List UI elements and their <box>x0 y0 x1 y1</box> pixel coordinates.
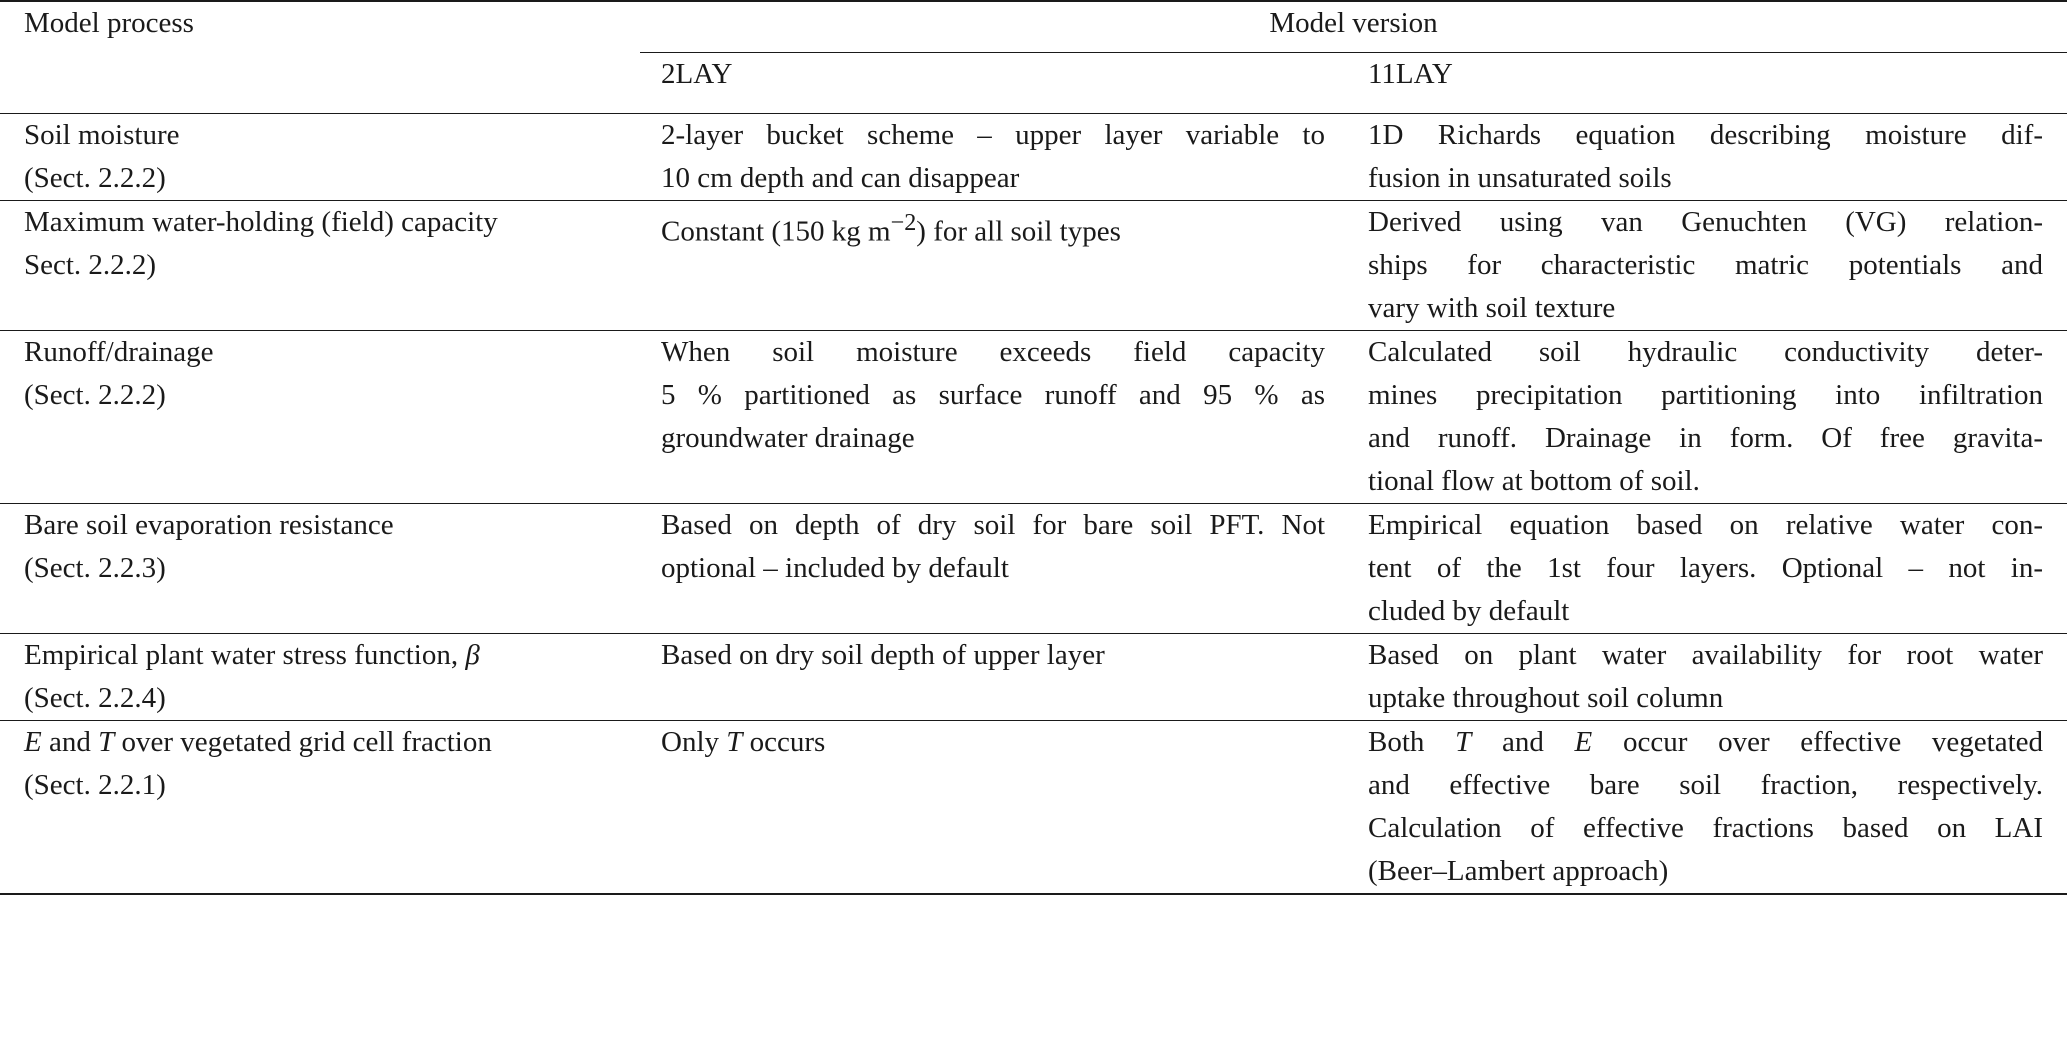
2lay-cell: 2-layer bucket scheme – upper layer vari… <box>640 113 1354 201</box>
table-row: Runoff/drainage (Sect. 2.2.2) When soil … <box>0 330 2067 504</box>
header-model-process: Model process <box>0 0 640 53</box>
process-cell: E and T over vegetated grid cell fractio… <box>0 720 640 895</box>
2lay-cell: Based on depth of dry soil for bare soil… <box>640 503 1354 634</box>
11lay-cell: Derived using van Genuchten (VG) relatio… <box>1354 200 2067 331</box>
table-row: Soil moisture (Sect. 2.2.2) 2-layer buck… <box>0 113 2067 201</box>
2lay-cell: Constant (150 kg m−2) for all soil types <box>640 200 1354 331</box>
11lay-cell: Empirical equation based on relative wat… <box>1354 503 2067 634</box>
2lay-cell: When soil moisture exceeds field capacit… <box>640 330 1354 504</box>
2lay-cell: Only T occurs <box>640 720 1354 895</box>
table-row: Bare soil evaporation resistance (Sect. … <box>0 503 2067 634</box>
11lay-cell: Both T and E occur over effective vegeta… <box>1354 720 2067 895</box>
header-model-version: Model version <box>640 0 2067 53</box>
process-cell: Empirical plant water stress function, β… <box>0 633 640 721</box>
header-2lay: 2LAY <box>661 58 733 90</box>
process-cell: Maximum water-holding (field) capacity S… <box>0 200 640 331</box>
process-cell: Soil moisture (Sect. 2.2.2) <box>0 113 640 201</box>
11lay-cell: Based on plant water availability for ro… <box>1354 633 2067 721</box>
table-row: Maximum water-holding (field) capacity S… <box>0 200 2067 331</box>
table-row: Empirical plant water stress function, β… <box>0 633 2067 721</box>
header-row-2: 2LAY 11LAY <box>0 53 2067 114</box>
process-cell: Bare soil evaporation resistance (Sect. … <box>0 503 640 634</box>
table-row: E and T over vegetated grid cell fractio… <box>0 720 2067 895</box>
2lay-cell: Based on dry soil depth of upper layer <box>640 633 1354 721</box>
11lay-cell: 1D Richards equation describing moisture… <box>1354 113 2067 201</box>
11lay-cell: Calculated soil hydraulic conductivity d… <box>1354 330 2067 504</box>
process-cell: Runoff/drainage (Sect. 2.2.2) <box>0 330 640 504</box>
model-process-table: Model process Model version 2LAY 11LAY S… <box>0 0 2067 895</box>
header-row-1: Model process Model version <box>0 0 2067 53</box>
beta-symbol: β <box>465 639 480 671</box>
header-11lay: 11LAY <box>1368 58 1453 90</box>
